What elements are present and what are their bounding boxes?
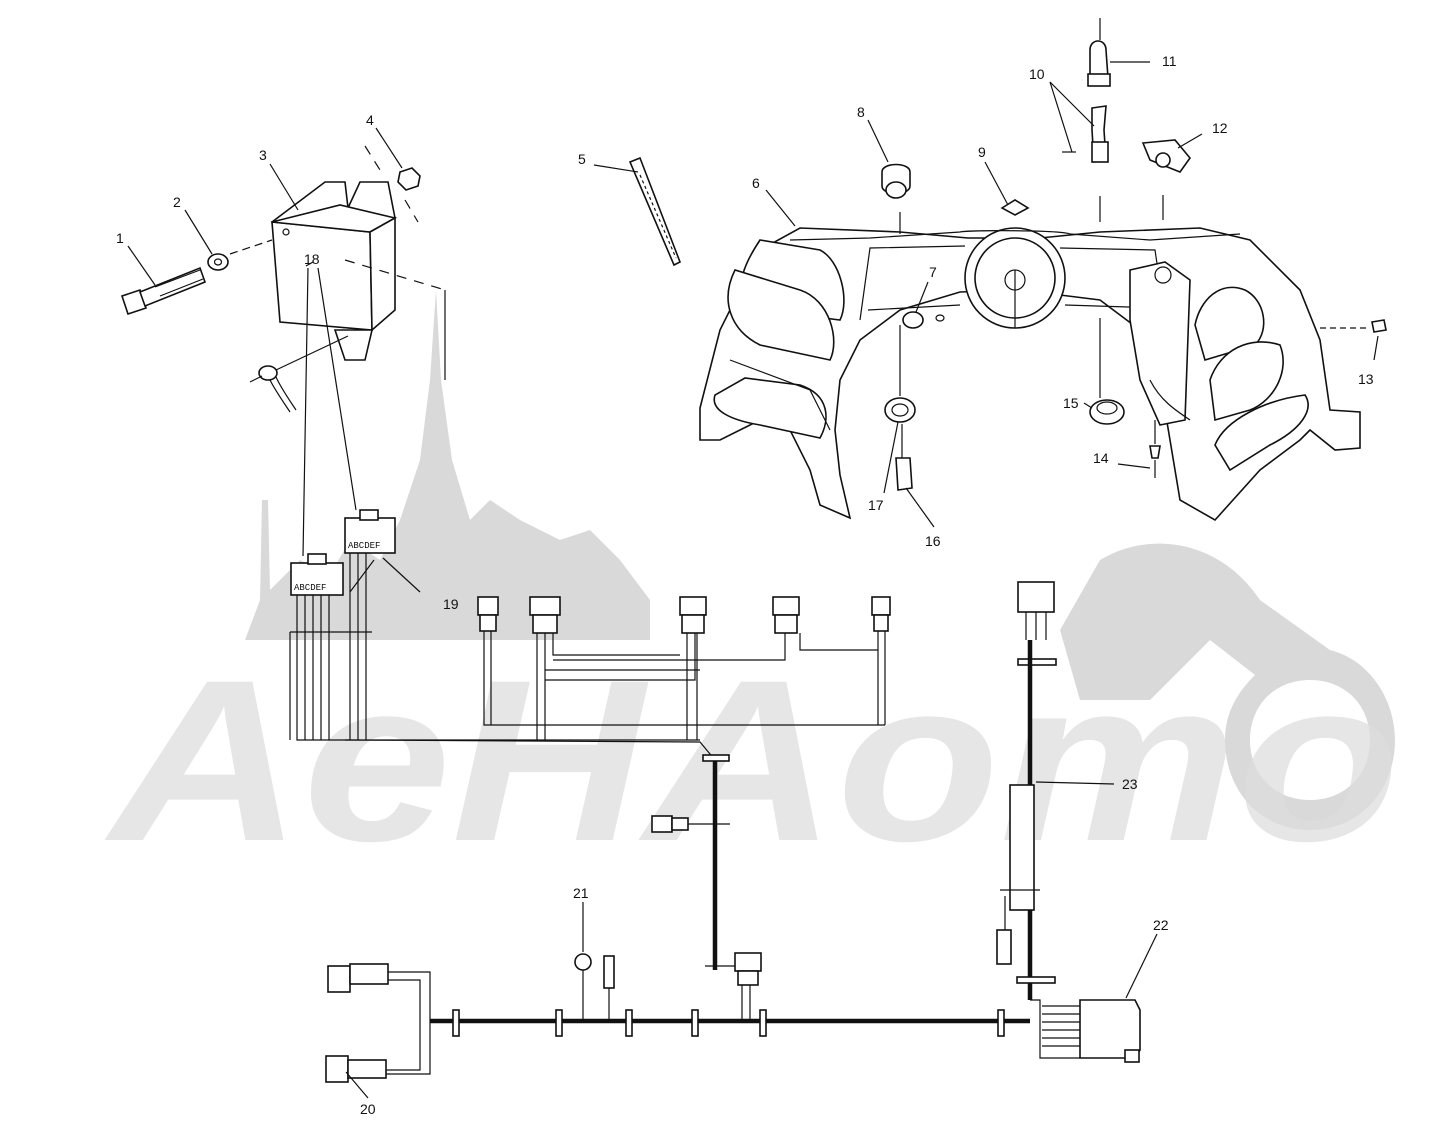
bracket-12	[1141, 139, 1192, 220]
nut-17	[884, 325, 916, 423]
callout-7: 7	[929, 264, 937, 280]
callout-labels: 1 2 3 4 5 6 7 8 9 10 11 12 13 14 15 16 1…	[116, 53, 1374, 1117]
washer	[207, 253, 229, 271]
callout-13: 13	[1358, 371, 1374, 387]
callout-12: 12	[1212, 120, 1228, 136]
pad-9	[1000, 199, 1030, 216]
headlight-pod	[699, 227, 1361, 522]
bulb-16	[895, 424, 913, 491]
bulb-11	[1087, 18, 1111, 87]
cdi-box	[271, 181, 398, 361]
cdi-box-assembly	[120, 145, 446, 413]
motorcycle-silhouette	[1060, 543, 1395, 830]
callout-2: 2	[173, 194, 181, 210]
callout-4: 4	[366, 112, 374, 128]
harness-branch-23	[996, 784, 1056, 984]
bulb-socket-10	[1062, 105, 1109, 222]
right-vent-3	[1214, 394, 1309, 472]
grommet-8	[881, 163, 911, 234]
callout-18: 18	[304, 251, 320, 267]
connector-23-top	[1017, 581, 1057, 666]
right-vent-1	[1194, 286, 1265, 361]
callout-9: 9	[978, 144, 986, 160]
callout-3: 3	[259, 147, 267, 163]
leader-lines	[127, 61, 1379, 1099]
wiring-harness: ABCDEF ABCDEF	[289, 509, 1141, 1083]
connector-19-1	[477, 596, 885, 726]
ring-terminal	[258, 365, 278, 381]
ring-terminal-21	[574, 953, 615, 1021]
trunk-side-connector	[651, 815, 730, 833]
callout-19: 19	[443, 596, 459, 612]
nut	[397, 167, 421, 191]
callout-8: 8	[857, 104, 865, 120]
connector-19-5	[871, 596, 891, 725]
connector-19-2	[529, 596, 786, 740]
callout-22: 22	[1153, 917, 1169, 933]
connector-20	[325, 963, 431, 1083]
grommet-7	[902, 311, 924, 329]
callout-1: 1	[116, 230, 124, 246]
callout-14: 14	[1093, 450, 1109, 466]
trunk-lower-connector	[705, 952, 762, 1020]
callout-15: 15	[1063, 395, 1079, 411]
watermark-text: AeHAomo	[104, 632, 1400, 889]
switch-bracket	[1129, 261, 1191, 426]
nut-15	[1089, 318, 1125, 425]
screw-14	[1149, 420, 1161, 478]
callout-5: 5	[578, 151, 586, 167]
callout-23: 23	[1122, 776, 1138, 792]
connector-22	[1030, 999, 1141, 1063]
connector-18a-pins: ABCDEF	[348, 541, 380, 551]
callout-6: 6	[752, 175, 760, 191]
connector-19-3	[679, 596, 707, 740]
cable-tie	[628, 156, 682, 267]
connector-18b: ABCDEF	[290, 553, 344, 596]
callout-17: 17	[868, 497, 884, 513]
bolt	[120, 266, 207, 316]
callout-20: 20	[360, 1101, 376, 1117]
callout-16: 16	[925, 533, 941, 549]
callout-21: 21	[573, 885, 589, 901]
connector-18a: ABCDEF	[344, 509, 396, 554]
callout-10: 10	[1029, 66, 1045, 82]
callout-11: 11	[1162, 53, 1177, 69]
screw-13	[1320, 319, 1387, 333]
connector-18b-pins: ABCDEF	[294, 583, 326, 593]
right-vent-2	[1209, 341, 1284, 422]
left-vent-2	[727, 269, 835, 361]
connector-19-4	[772, 596, 878, 651]
